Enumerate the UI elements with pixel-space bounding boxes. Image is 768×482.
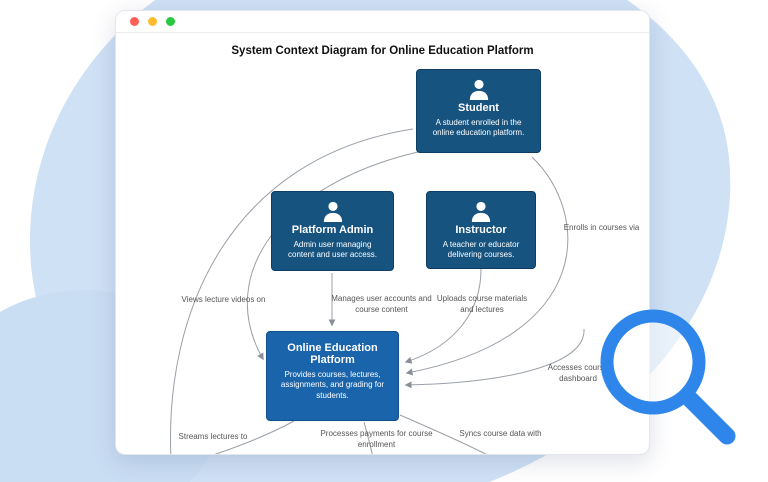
- app-window: System Context Diagram for Online Educat…: [115, 10, 650, 455]
- node-instructor: Instructor A teacher or educator deliver…: [426, 191, 536, 269]
- edge-accesses-dashboard: [404, 328, 585, 389]
- node-student: Student A student enrolled in the online…: [416, 69, 541, 153]
- edge-syncs: [399, 414, 487, 454]
- node-label: Platform Admin: [291, 224, 374, 236]
- node-online-education-platform: Online Education Platform Provides cours…: [266, 331, 399, 421]
- edge-streams: [214, 420, 295, 454]
- zoom-button[interactable]: [166, 17, 175, 26]
- node-description: Provides courses, lectures, assignments,…: [280, 370, 385, 400]
- close-button[interactable]: [130, 17, 139, 26]
- edge-label-streams: Streams lectures to: [178, 432, 248, 441]
- window-titlebar: [116, 11, 649, 33]
- edge-instructor-uploads: [404, 268, 482, 364]
- person-icon: [321, 200, 345, 222]
- person-icon: [469, 200, 493, 222]
- edge-payments: [363, 421, 373, 454]
- node-description: A student enrolled in the online educati…: [432, 118, 525, 138]
- person-icon: [467, 78, 491, 100]
- node-platform-admin: Platform Admin Admin user managing conte…: [271, 191, 394, 271]
- edge-student-enrolls: [405, 156, 569, 376]
- node-label: Student: [458, 102, 499, 114]
- node-label: Online Education Platform: [287, 342, 378, 366]
- magnifier-icon: [600, 309, 736, 445]
- edge-label-uploads: Uploads course materials and lectures: [436, 294, 528, 314]
- node-label: Instructor: [455, 224, 507, 236]
- diagram-title: System Context Diagram for Online Educat…: [231, 45, 534, 57]
- edge-label-payments: Processes payments for course enrollment: [320, 429, 433, 449]
- edge-label-views: Views lecture videos on: [181, 295, 266, 304]
- edge-label-accesses: Accesses course dashboard: [547, 363, 609, 383]
- node-description: Admin user managing content and user acc…: [288, 240, 377, 260]
- edge-label-enrolls: Enrolls in courses via: [563, 223, 640, 232]
- edge-streams-long: [170, 128, 414, 454]
- node-description: A teacher or educator delivering courses…: [442, 240, 520, 260]
- edge-label-manages: Manages user accounts and course content: [331, 294, 432, 314]
- minimize-button[interactable]: [148, 17, 157, 26]
- edge-label-syncs: Syncs course data with: [459, 429, 542, 438]
